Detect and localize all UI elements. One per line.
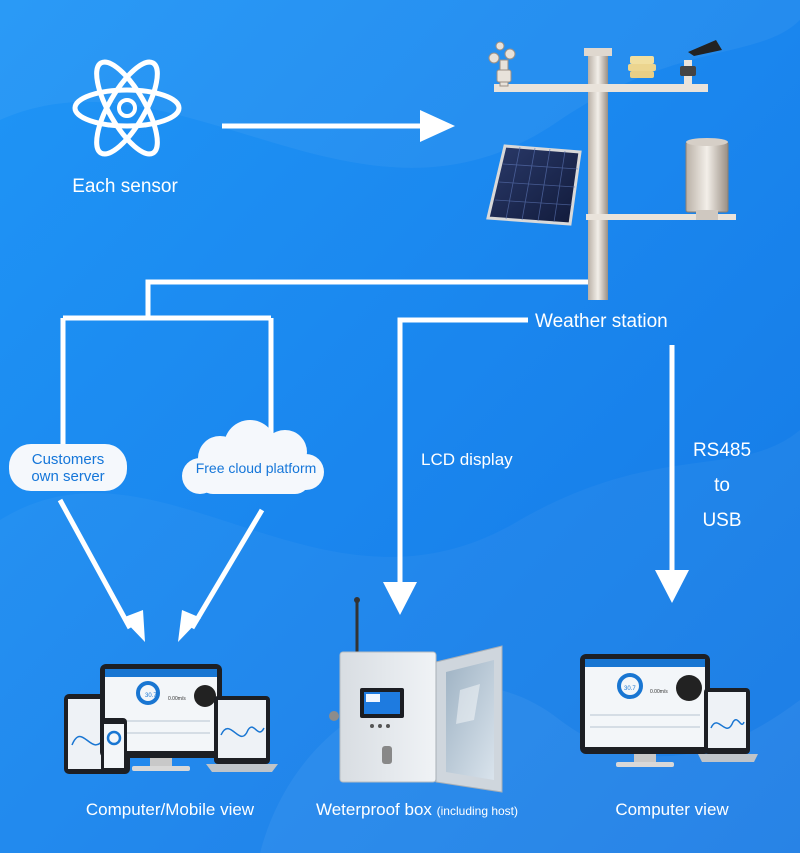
computer-mobile-view-label: Computer/Mobile view xyxy=(85,800,255,819)
gauge-value-right: 30.7 xyxy=(624,686,636,692)
weather-station-label: Weather station xyxy=(535,311,668,332)
waterproof-box-illustration xyxy=(329,597,503,793)
waterproof-box-label: Weterproof box (including host) xyxy=(316,800,518,820)
arrow-to-box xyxy=(383,582,417,615)
cloud-icon xyxy=(182,420,324,494)
wind-value-right: 0.00m/s xyxy=(650,689,668,695)
arrowhead-right xyxy=(178,610,201,642)
computer-view-label: Computer view xyxy=(615,800,729,819)
station-branch-lines xyxy=(60,279,675,585)
arrow-sensor-to-station xyxy=(222,110,455,142)
rs485-line1: RS485 xyxy=(692,440,752,461)
lcd-display-label: LCD display xyxy=(421,450,513,469)
rs485-to-usb-label: RS485 to USB xyxy=(693,433,751,538)
rs485-line2: to xyxy=(714,475,730,496)
customers-server-bubble xyxy=(9,444,127,491)
rs485-line3: USB xyxy=(702,510,742,531)
waterproof-box-title: Weterproof box xyxy=(315,800,432,819)
computer-view-devices: 30.7 0.00m/s xyxy=(580,654,758,767)
customers-server-line2: own server xyxy=(31,468,105,485)
weather-station-illustration xyxy=(486,40,736,300)
wind-value-left: 0.00m/s xyxy=(168,696,186,702)
customers-server-line1: Customers xyxy=(31,451,105,468)
free-cloud-label: Free cloud platform xyxy=(195,460,317,476)
arrows-to-computer-mobile xyxy=(57,498,265,630)
each-sensor-label: Each sensor xyxy=(72,176,178,197)
waterproof-box-note: (including host) xyxy=(436,804,519,818)
customers-server-label: Customers own server xyxy=(14,451,122,485)
computer-mobile-devices: 30.7 0.00m/s xyxy=(64,664,278,774)
gauge-value-left: 30.7 xyxy=(145,693,157,699)
arrow-to-computer xyxy=(655,570,689,603)
arrowhead-left xyxy=(122,610,145,642)
